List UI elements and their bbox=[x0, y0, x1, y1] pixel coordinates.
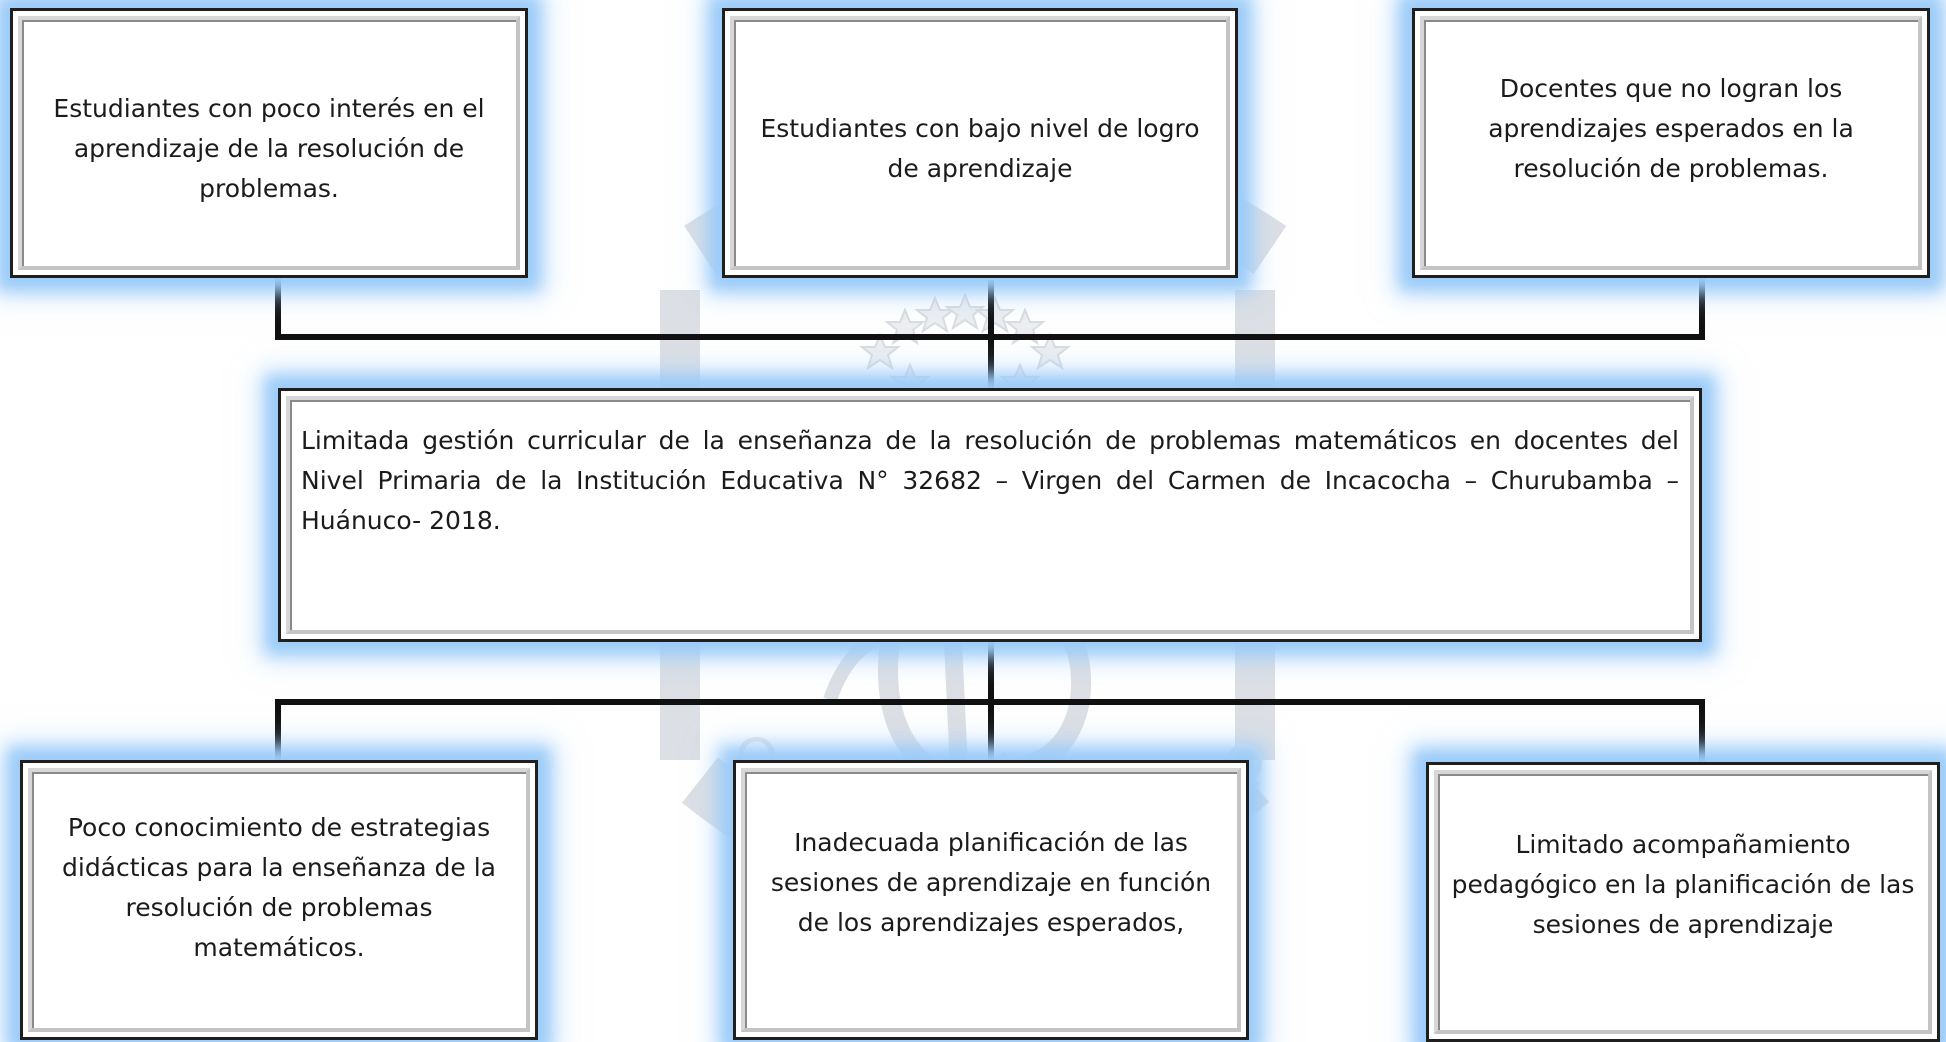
cause-box-1: Poco conocimiento de estrategias didácti… bbox=[20, 760, 538, 1040]
effect-text-1: Estudiantes con poco interés en el apren… bbox=[53, 94, 485, 203]
cause-box-2: Inadecuada planificación de las sesiones… bbox=[733, 760, 1249, 1040]
cause-text-1: Poco conocimiento de estrategias didácti… bbox=[62, 813, 496, 962]
effect-box-3: Docentes que no logran los aprendizajes … bbox=[1412, 8, 1930, 278]
effect-box-2: Estudiantes con bajo nivel de logro de a… bbox=[722, 8, 1238, 278]
effect-box-1: Estudiantes con poco interés en el apren… bbox=[10, 8, 528, 278]
central-problem-text: Limitada gestión curricular de la enseña… bbox=[301, 426, 1679, 535]
central-problem-box: Limitada gestión curricular de la enseña… bbox=[278, 388, 1702, 642]
effect-text-2: Estudiantes con bajo nivel de logro de a… bbox=[760, 114, 1200, 183]
cause-text-3: Limitado acompañamiento pedagógico en la… bbox=[1451, 830, 1915, 939]
cause-text-2: Inadecuada planificación de las sesiones… bbox=[770, 828, 1212, 937]
cause-box-3: Limitado acompañamiento pedagógico en la… bbox=[1426, 762, 1940, 1042]
effect-text-3: Docentes que no logran los aprendizajes … bbox=[1488, 74, 1854, 183]
